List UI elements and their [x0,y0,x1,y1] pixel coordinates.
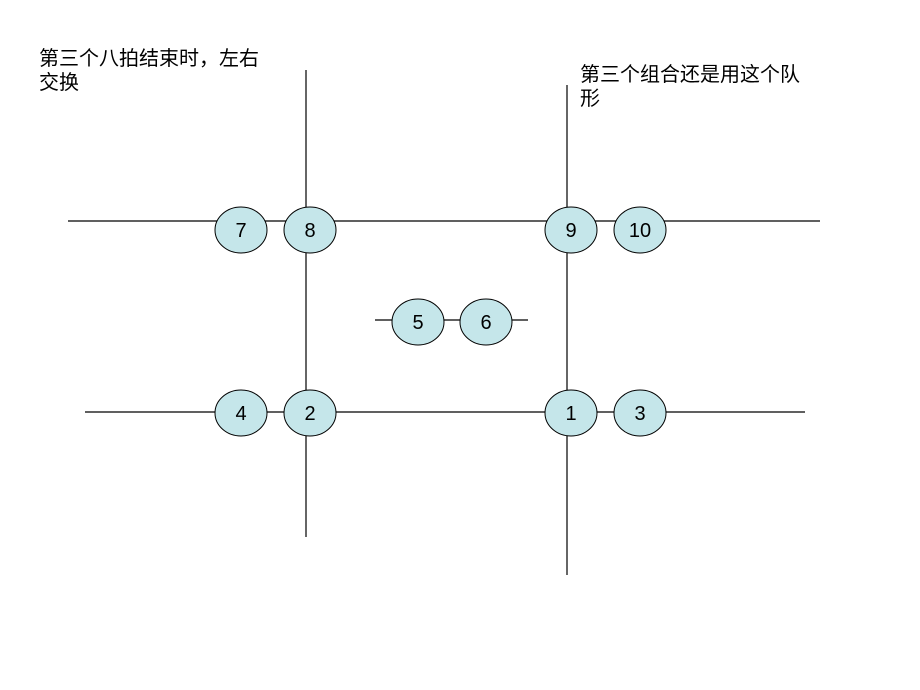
dancer-1-label: 1 [565,403,576,425]
dancer-10-label: 10 [629,220,651,242]
dancer-3-label: 3 [634,403,645,425]
dancer-5: 5 [391,298,445,346]
dancer-8-label: 8 [304,220,315,242]
dancer-4-label: 4 [235,403,246,425]
dancer-7-label: 7 [235,220,246,242]
dancer-7: 7 [214,206,268,254]
dancer-9-label: 9 [565,220,576,242]
dancer-2-label: 2 [304,403,315,425]
dancer-6-label: 6 [480,312,491,334]
dancer-2: 2 [283,389,337,437]
dancer-6: 6 [459,298,513,346]
dancer-10: 10 [613,206,667,254]
dancer-8: 8 [283,206,337,254]
dancer-5-label: 5 [412,312,423,334]
dancer-3: 3 [613,389,667,437]
dancer-1: 1 [544,389,598,437]
dancer-4: 4 [214,389,268,437]
dancer-9: 9 [544,206,598,254]
note-left: 第三个八拍结束时，左右 交换 [39,46,259,94]
note-right: 第三个组合还是用这个队 形 [580,62,800,110]
